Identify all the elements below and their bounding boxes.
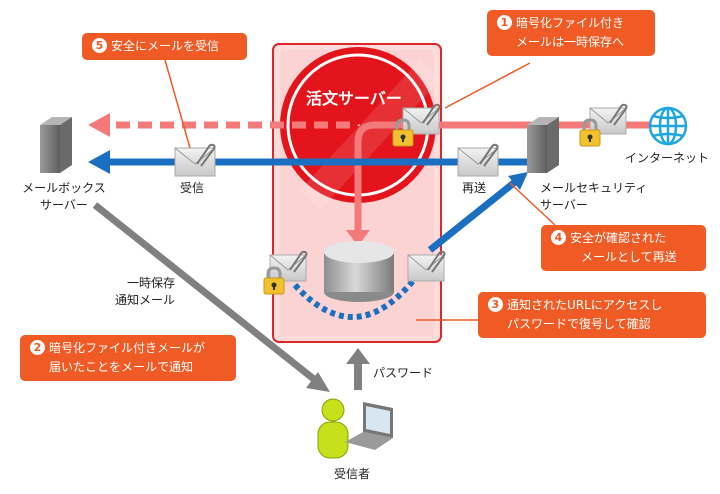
step-number-badge: 1 bbox=[497, 15, 512, 30]
step-number-badge: 2 bbox=[30, 340, 45, 355]
envelope-icon bbox=[407, 250, 446, 282]
callout-5-leader bbox=[164, 59, 191, 149]
security-server-icon bbox=[527, 117, 559, 173]
red-flow-line bbox=[354, 121, 655, 232]
internet-label: インターネット bbox=[625, 151, 710, 165]
lock-icon bbox=[392, 118, 414, 147]
envelope-icon bbox=[174, 143, 216, 177]
label-line: サーバー bbox=[40, 198, 88, 212]
internet-globe-icon bbox=[648, 106, 688, 146]
blue-dotted-arc bbox=[292, 270, 423, 320]
lock-icon bbox=[263, 266, 285, 295]
callout-4-leader bbox=[509, 182, 556, 226]
step-number-badge: 3 bbox=[488, 297, 503, 312]
mailbox-server-icon bbox=[40, 117, 72, 173]
password-label: パスワード bbox=[373, 366, 434, 380]
label-line: メールボックス bbox=[22, 181, 106, 195]
callout-step-4: 4 安全が確認された メールとして再送 bbox=[541, 225, 706, 271]
resend-label: 再送 bbox=[462, 181, 487, 195]
label-line: 通知メール bbox=[114, 293, 175, 307]
blue-arrow-head bbox=[88, 150, 110, 174]
callout-text: 通知されたURLにアクセスし bbox=[507, 298, 663, 312]
callout-text: メールとして再送 bbox=[581, 250, 677, 264]
notify-arrow-line bbox=[92, 202, 318, 383]
callout-text: 届いたことをメールで通知 bbox=[49, 360, 194, 374]
callout-text: メールは一時保存へ bbox=[516, 35, 625, 49]
label-line: 一時保存 bbox=[126, 276, 175, 290]
callout-step-1: 1 暗号化ファイル付き メールは一時保存へ bbox=[487, 10, 655, 56]
lock-icon bbox=[579, 118, 601, 147]
callout-text: 安全にメールを受信 bbox=[111, 39, 220, 53]
step-number-badge: 5 bbox=[92, 38, 107, 53]
callout-1-leader bbox=[444, 62, 531, 109]
callout-step-2: 2 暗号化ファイル付きメールが 届いたことをメールで通知 bbox=[20, 335, 236, 381]
red-down-arrow bbox=[346, 230, 370, 246]
recipient-label: 受信者 bbox=[334, 467, 371, 481]
step-number-badge: 4 bbox=[551, 230, 566, 245]
callout-step-5: 5 安全にメールを受信 bbox=[82, 33, 247, 60]
recipient-person-icon bbox=[317, 398, 349, 459]
mailbox-server-label: メールボックス サーバー bbox=[14, 180, 114, 214]
receive-label: 受信 bbox=[180, 181, 205, 195]
callout-text: 暗号化ファイル付き bbox=[516, 16, 625, 30]
callout-text: 暗号化ファイル付きメールが bbox=[49, 341, 206, 355]
storage-database-icon bbox=[324, 241, 394, 302]
callout-text: 安全が確認された bbox=[570, 231, 667, 245]
notify-mail-label: 一時保存 通知メール bbox=[100, 275, 175, 309]
red-arrow-head bbox=[88, 113, 110, 137]
label-line: メールセキュリティ bbox=[540, 181, 648, 195]
laptop-icon bbox=[345, 402, 393, 450]
envelope-icon bbox=[457, 143, 499, 177]
blue-resend-line bbox=[427, 179, 518, 253]
server-title: 活文サーバー bbox=[306, 89, 402, 108]
callout-text: パスワードで復号して確認 bbox=[507, 317, 651, 331]
label-line: サーバー bbox=[540, 198, 588, 212]
envelope-icon bbox=[269, 250, 308, 282]
callout-step-3: 3 通知されたURLにアクセスし パスワードで復号して確認 bbox=[478, 292, 706, 338]
security-server-label: メールセキュリティ サーバー bbox=[540, 180, 647, 214]
